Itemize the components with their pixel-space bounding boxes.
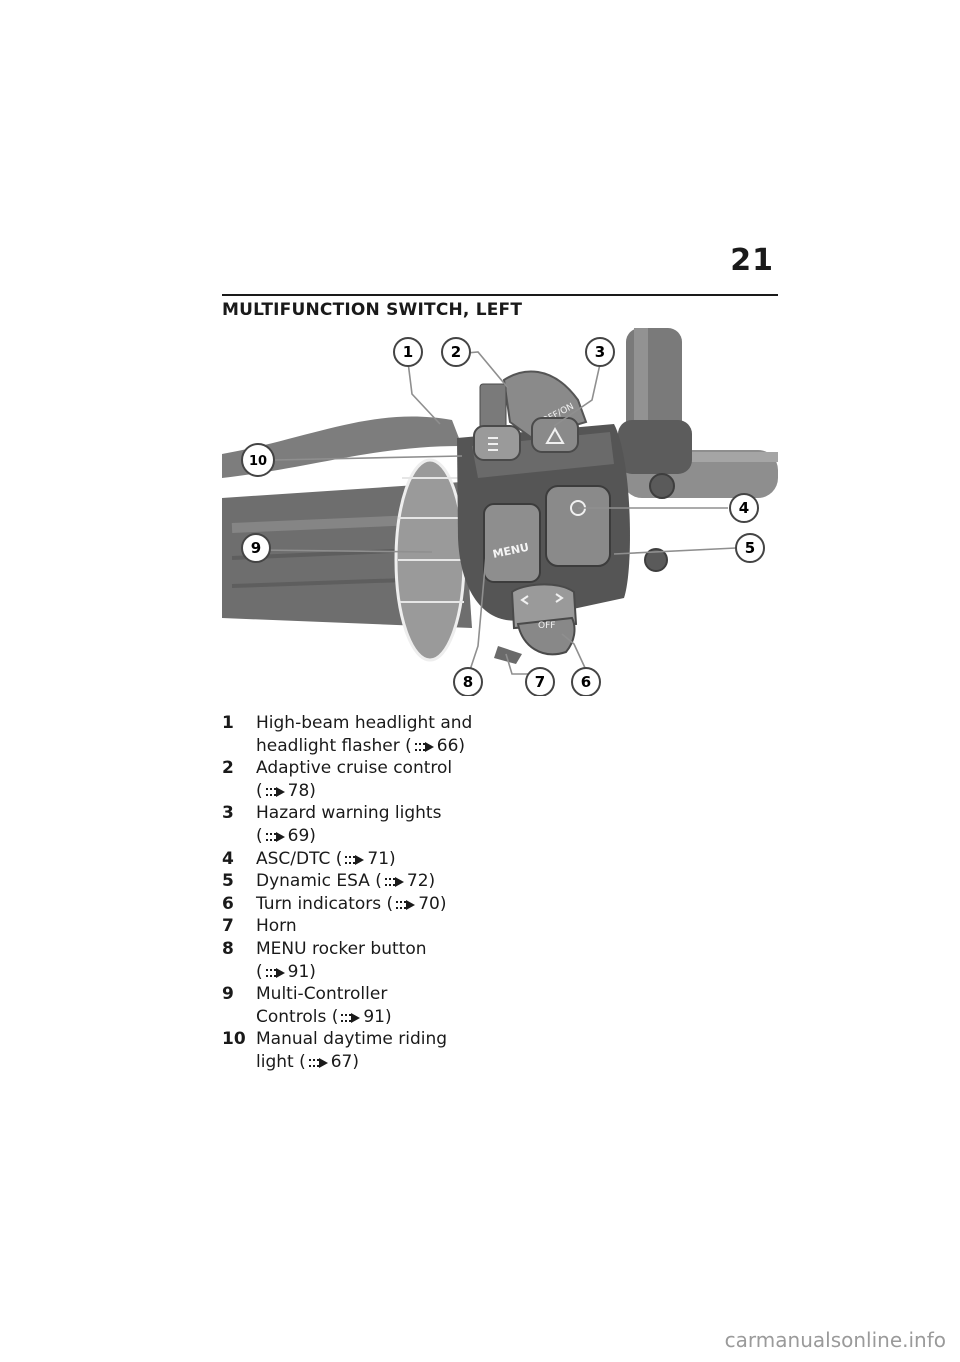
legend-number: 1 bbox=[222, 713, 234, 733]
legend-item-4: 4 ASC/DTC (71) bbox=[222, 848, 522, 871]
legend-text: Hazard warning lights bbox=[256, 803, 442, 824]
page-reference[interactable]: (70) bbox=[386, 893, 447, 914]
page-number: 21 bbox=[730, 243, 774, 278]
legend-item-3: 3 Hazard warning lights(69) bbox=[222, 802, 522, 847]
legend-text: headlight flasher bbox=[256, 735, 400, 756]
legend-item-8: 8 MENU rocker button(91) bbox=[222, 938, 522, 983]
legend-number: 6 bbox=[222, 893, 234, 914]
page-ref-arrow-icon bbox=[414, 741, 434, 752]
legend-text: Adaptive cruise control bbox=[256, 758, 453, 779]
svg-text:5: 5 bbox=[745, 539, 755, 557]
legend-item-6: 6 Turn indicators (70) bbox=[222, 893, 522, 916]
svg-text:3: 3 bbox=[595, 343, 605, 361]
legend-text: Turn indicators bbox=[256, 893, 382, 914]
svg-text:6: 6 bbox=[581, 673, 591, 691]
page-reference[interactable]: (91) bbox=[256, 961, 316, 982]
callout-7: 7 bbox=[525, 667, 555, 696]
page-reference[interactable]: (66) bbox=[405, 735, 466, 756]
page-ref-arrow-icon bbox=[308, 1057, 328, 1068]
page-reference[interactable]: (71) bbox=[335, 848, 396, 869]
callout-8: 8 bbox=[453, 667, 483, 696]
page-ref-arrow-icon bbox=[345, 854, 365, 865]
page-reference[interactable]: (67) bbox=[299, 1051, 359, 1072]
svg-text:10: 10 bbox=[249, 454, 267, 469]
callout-9: 9 bbox=[241, 533, 271, 563]
callout-3: 3 bbox=[585, 337, 615, 367]
svg-text:4: 4 bbox=[739, 499, 749, 517]
page-reference[interactable]: (72) bbox=[375, 871, 436, 892]
legend-text: Multi-Controller bbox=[256, 984, 388, 1005]
legend-number: 9 bbox=[222, 984, 234, 1005]
svg-text:7: 7 bbox=[535, 673, 545, 691]
legend-number: 3 bbox=[222, 803, 234, 824]
legend-number: 2 bbox=[222, 758, 234, 779]
page-ref-arrow-icon bbox=[265, 831, 285, 842]
watermark: carmanualsonline.info bbox=[724, 1328, 946, 1352]
legend-text: Dynamic ESA bbox=[256, 871, 370, 892]
callout-2: 2 bbox=[441, 337, 471, 367]
legend-number: 8 bbox=[222, 938, 234, 959]
page-reference[interactable]: (91) bbox=[331, 1006, 392, 1027]
callout-1: 1 bbox=[393, 337, 423, 367]
header-rule bbox=[222, 294, 778, 296]
legend-text: MENU rocker button bbox=[256, 938, 427, 959]
page-ref-arrow-icon bbox=[384, 877, 404, 888]
page-reference[interactable]: (69) bbox=[256, 825, 316, 846]
legend-text: Controls bbox=[256, 1006, 327, 1027]
legend-text: ASC/DTC bbox=[256, 848, 331, 869]
legend-item-5: 5 Dynamic ESA (72) bbox=[222, 870, 522, 893]
switch-illustration: OFF/ON MENU OFF 1 2 3 4 5 6 7 8 9 10 bbox=[222, 328, 778, 696]
legend-text: Horn bbox=[256, 916, 297, 937]
page-ref-arrow-icon bbox=[341, 1012, 361, 1023]
svg-text:1: 1 bbox=[403, 343, 413, 361]
svg-text:9: 9 bbox=[251, 539, 261, 557]
legend-number: 4 bbox=[222, 848, 234, 869]
legend-text: Manual daytime riding bbox=[256, 1029, 448, 1050]
page-reference[interactable]: (78) bbox=[256, 780, 316, 801]
legend-number: 10 bbox=[222, 1029, 246, 1050]
legend-text: High-beam headlight and bbox=[256, 713, 473, 733]
legend-number: 5 bbox=[222, 871, 234, 892]
legend-text: light bbox=[256, 1051, 294, 1072]
page-ref-arrow-icon bbox=[396, 899, 416, 910]
section-title: MULTIFUNCTION SWITCH, LEFT bbox=[222, 300, 523, 320]
legend-item-2: 2 Adaptive cruise control(78) bbox=[222, 757, 522, 802]
callout-10: 10 bbox=[241, 443, 275, 477]
callout-5: 5 bbox=[735, 533, 765, 563]
legend-item-7: 7 Horn bbox=[222, 915, 522, 938]
page-ref-arrow-icon bbox=[265, 967, 285, 978]
svg-text:2: 2 bbox=[451, 343, 461, 361]
callout-4: 4 bbox=[729, 493, 759, 523]
page-ref-arrow-icon bbox=[265, 786, 285, 797]
callout-6: 6 bbox=[571, 667, 601, 696]
legend-number: 7 bbox=[222, 916, 234, 937]
svg-text:8: 8 bbox=[463, 673, 473, 691]
turn-label: OFF bbox=[538, 621, 555, 631]
